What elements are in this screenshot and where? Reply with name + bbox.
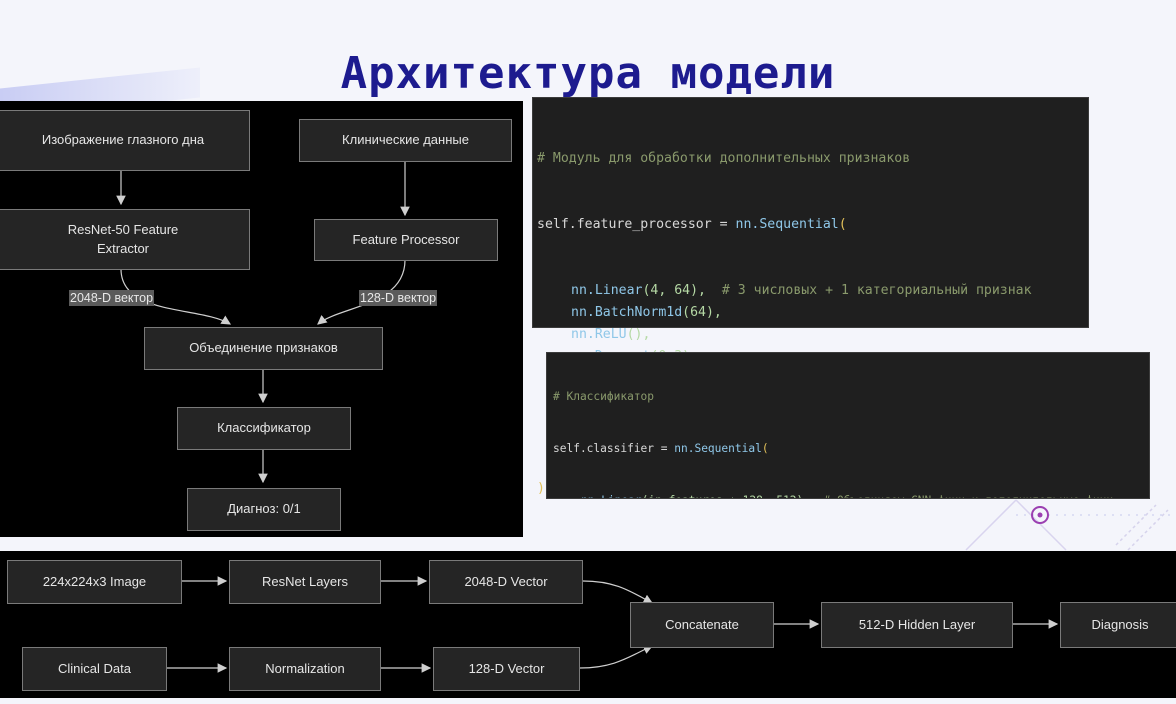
code-lines: nn.Linear(in_features + 128, 512), # Объ… [553, 492, 1149, 498]
node-128-vector: 128-D Vector [433, 647, 580, 691]
network-node-icon [1031, 506, 1049, 524]
code-line: nn.BatchNorm1d(64), [537, 302, 1088, 324]
code-call: nn.ReLU [571, 327, 627, 342]
node-fundus-image: Изображение глазного дна [0, 110, 250, 171]
node-normalization: Normalization [229, 647, 381, 691]
node-diagnosis: Diagnosis [1060, 602, 1176, 648]
code-block-feature-processor: # Модуль для обработки дополнительных пр… [532, 97, 1089, 496]
node-resnet-extractor: ResNet-50 Feature Extractor [0, 209, 250, 270]
edge-2048-to-concat [582, 580, 654, 604]
node-classifier: Классификатор [177, 407, 351, 450]
node-concatenate: Concatenate [630, 602, 774, 648]
code-args: (), [626, 327, 651, 342]
flow-diagram-en: 224x224x3 Image ResNet Layers 2048-D Vec… [0, 551, 1176, 698]
edge-resnet-to-merge [120, 268, 232, 325]
code-open-paren: ( [761, 442, 769, 456]
node-2048-vector: 2048-D Vector [429, 560, 583, 604]
node-clinical-data: Клинические данные [299, 119, 512, 162]
decorative-network [965, 499, 1176, 551]
edge-label-2048: 2048-D вектор [69, 290, 155, 306]
edge-128-to-concat [579, 645, 654, 669]
code-call: nn.BatchNorm1d [571, 305, 683, 320]
code-inline-comment: # Объединяем CNN-фичи и дополнительные ф… [810, 494, 1113, 498]
code-comment: # Модуль для обработки дополнительных пр… [537, 151, 911, 166]
node-resnet-layers: ResNet Layers [229, 560, 381, 604]
code-decl-self: self.feature_processor = [537, 217, 736, 232]
code-args: (4, 64), [642, 283, 706, 298]
code-inline-comment: # 3 числовых + 1 категориальный признак [706, 283, 1032, 298]
node-feature-processor: Feature Processor [314, 219, 498, 261]
code-args: (in_features + 128, 512), [642, 494, 810, 498]
code-call: nn.Linear [581, 494, 642, 498]
node-image: 224x224x3 Image [7, 560, 182, 604]
flow-diagram-ru: Изображение глазного дна Клинические дан… [0, 101, 523, 537]
code-open-paren: ( [838, 217, 847, 232]
code-line: nn.Linear(in_features + 128, 512), # Объ… [553, 492, 1149, 498]
code-line: nn.ReLU(), [537, 324, 1088, 346]
code-decl-nn: nn.Sequential [735, 217, 839, 232]
code-decl-nn: nn.Sequential [674, 442, 762, 456]
edge-label-128: 128-D вектор [359, 290, 438, 306]
code-close-paren: ) [537, 481, 545, 496]
node-diagnosis: Диагноз: 0/1 [187, 488, 341, 531]
code-block-classifier: # Классификатор self.classifier = nn.Seq… [546, 352, 1150, 499]
slide-title: Архитектура модели [340, 48, 836, 99]
code-decl-self: self.classifier = [553, 442, 675, 456]
code-comment: # Классификатор [553, 390, 655, 404]
node-hidden-layer: 512-D Hidden Layer [821, 602, 1013, 648]
flow-en-connectors [167, 576, 1059, 673]
node-clinical-data: Clinical Data [22, 647, 167, 691]
code-call: nn.Linear [571, 283, 643, 298]
code-args: (64), [682, 305, 722, 320]
node-merge-features: Объединение признаков [144, 327, 383, 370]
code-line: nn.Linear(4, 64), # 3 числовых + 1 катег… [537, 280, 1088, 302]
